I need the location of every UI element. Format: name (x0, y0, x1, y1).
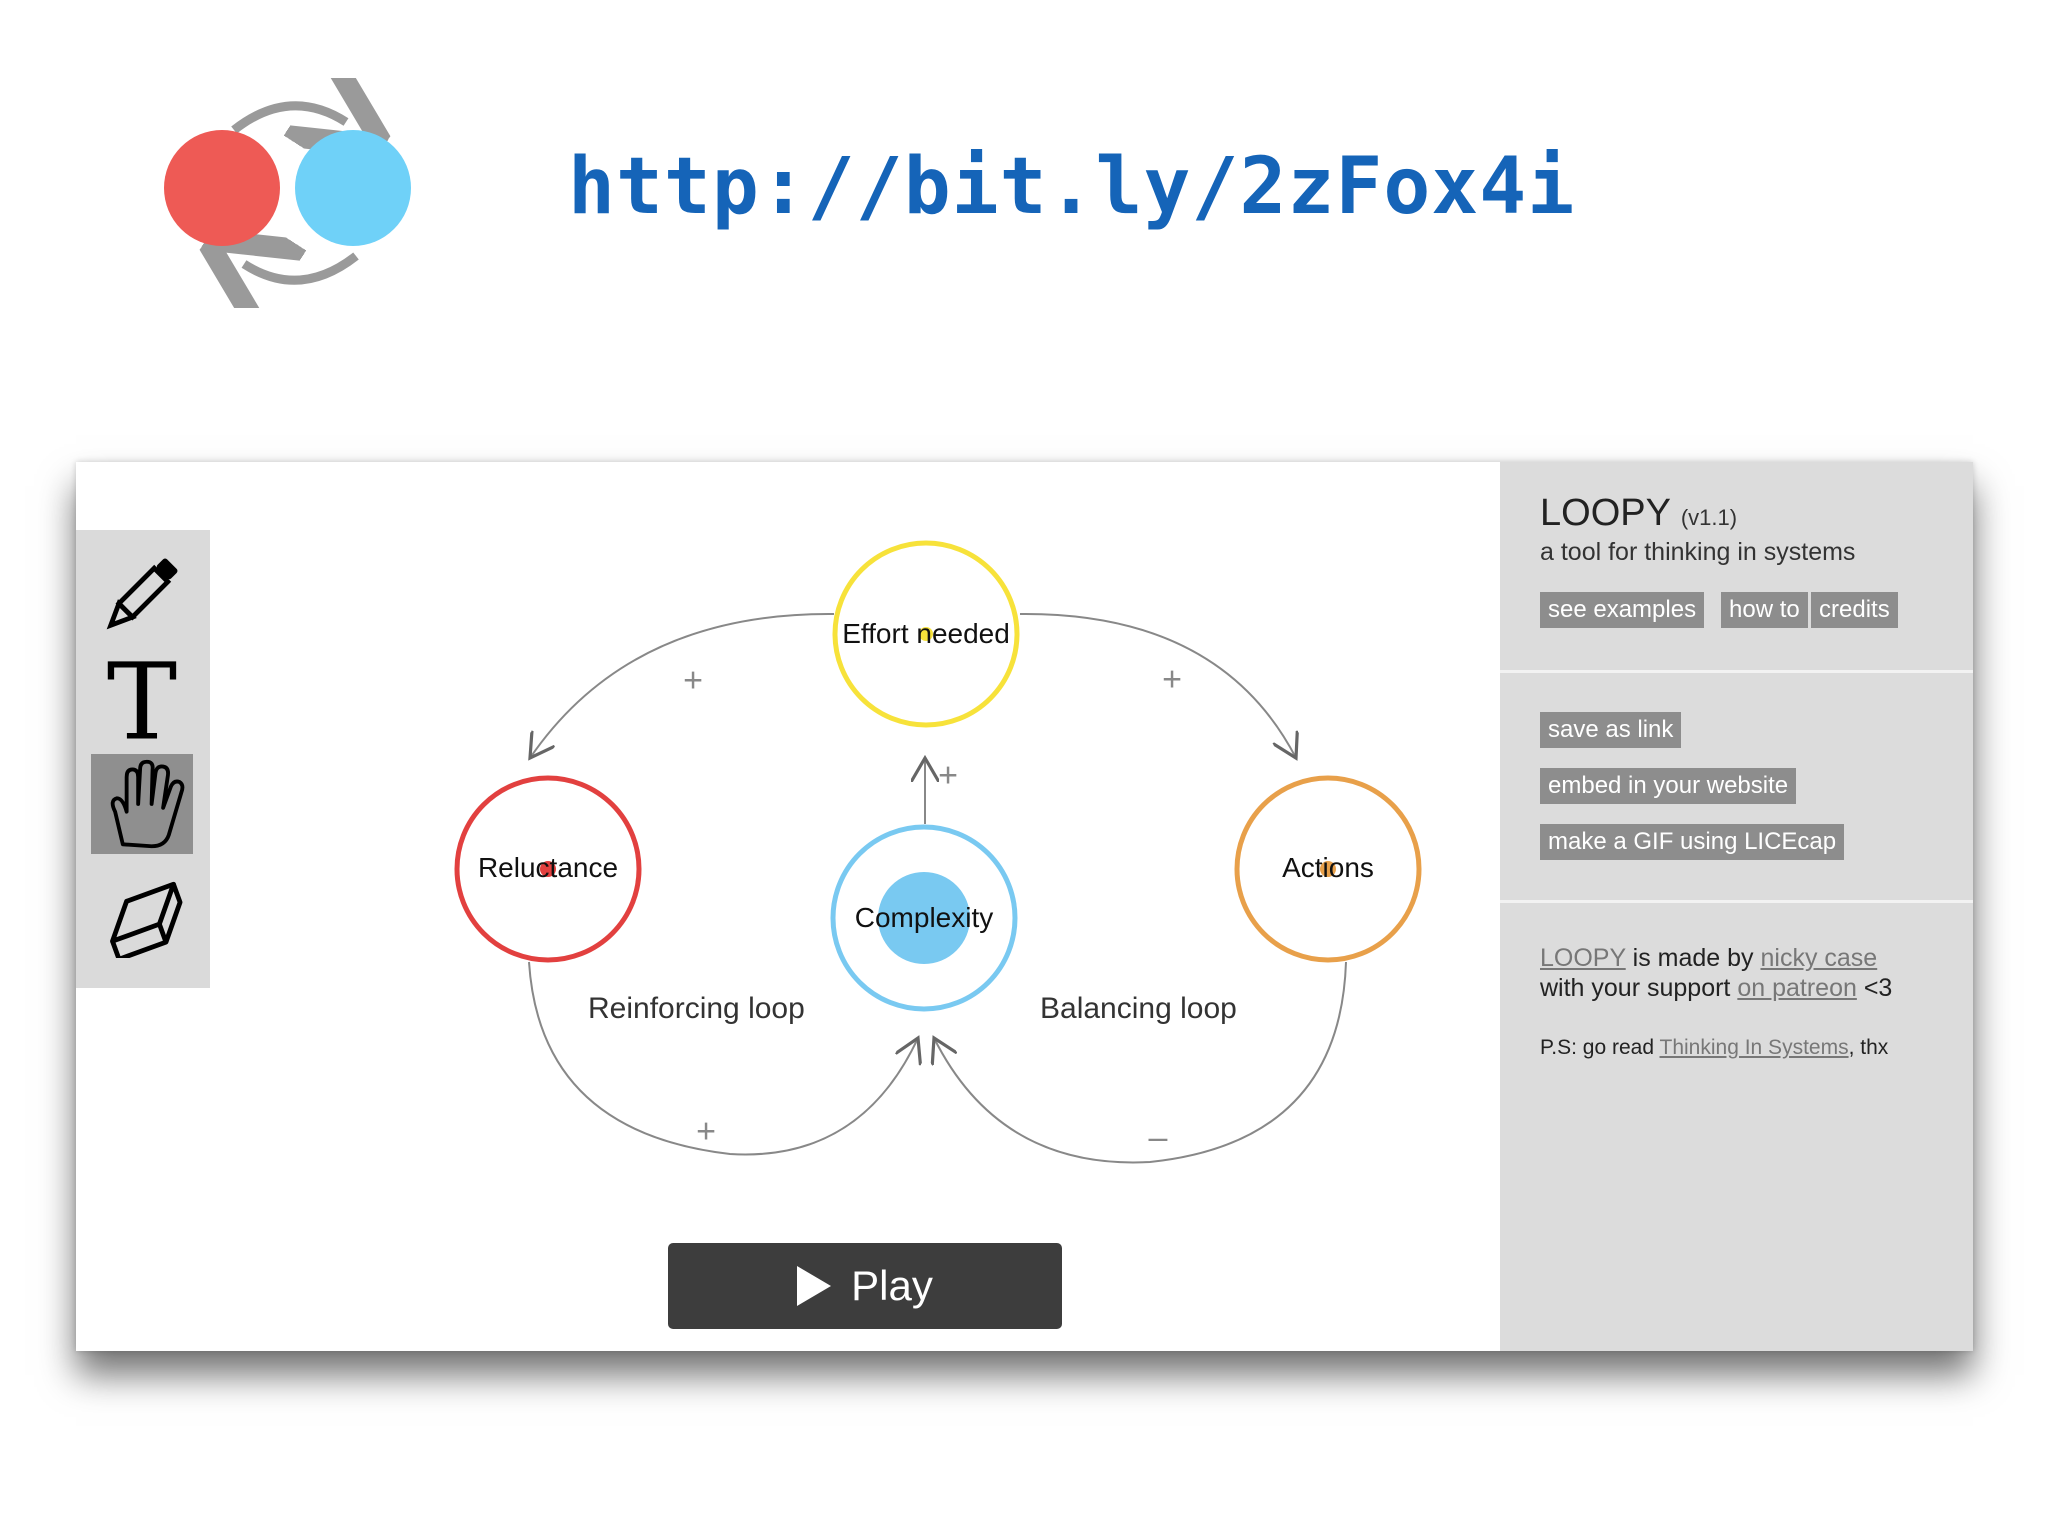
heart-text: <3 (1856, 974, 1893, 1002)
edge-actions-complexity (934, 961, 1347, 1164)
text-tool-button[interactable]: T (91, 648, 193, 748)
thx-text: , thx (1848, 1036, 1889, 1059)
tool-palette: T (76, 530, 210, 988)
made-by-text: is made by (1625, 944, 1761, 972)
app-subtitle: a tool for thinking in systems (1540, 538, 1856, 566)
reinforcing-loop-label[interactable]: Reinforcing loop (588, 992, 805, 1025)
how-to-button[interactable]: how to (1721, 592, 1808, 628)
save-as-link-button[interactable]: save as link (1540, 712, 1682, 748)
author-link[interactable]: nicky case (1760, 944, 1878, 972)
diagram-edges (454, 540, 1422, 1164)
logo-red-circle (164, 130, 280, 246)
loopy-link[interactable]: LOOPY (1540, 944, 1626, 972)
pencil-icon (106, 558, 178, 630)
patreon-link[interactable]: on patreon (1737, 974, 1857, 1002)
app-version: (v1.1) (1680, 505, 1738, 530)
play-button[interactable]: Play (668, 1243, 1062, 1329)
sign-effort-actions[interactable]: + (1162, 660, 1182, 699)
node-reluctance-level (540, 861, 556, 877)
side-panel: LOOPY (v1.1) a tool for thinking in syst… (1500, 462, 1973, 1351)
node-complexity-label[interactable]: Complexity (854, 902, 994, 933)
see-examples-button[interactable]: see examples (1540, 592, 1705, 628)
node-effort-label[interactable]: Effort needed (842, 618, 1010, 649)
play-icon (797, 1266, 832, 1306)
edge-reluctance-complexity (528, 961, 918, 1156)
text-tool-icon: T (107, 650, 177, 746)
credits-line-1: LOOPY is made by nicky case (1540, 944, 1877, 973)
sign-actions-complexity[interactable]: – (1148, 1118, 1168, 1157)
slide-url[interactable]: http://bit.ly/2zFox4i (568, 142, 1576, 232)
panel-divider-1 (1500, 670, 1973, 673)
svg-text:T: T (107, 650, 177, 746)
hand-icon (110, 759, 185, 849)
embed-button[interactable]: embed in your website (1540, 768, 1797, 804)
sign-effort-reluctance[interactable]: + (683, 661, 703, 700)
make-gif-button[interactable]: make a GIF using LICEcap (1540, 824, 1845, 860)
sign-complexity-effort[interactable]: + (938, 756, 958, 795)
node-complexity-level (878, 872, 970, 964)
pencil-tool-button[interactable] (91, 544, 193, 644)
diagram-canvas[interactable]: Effort needed Reluctance Complexity Acti… (210, 462, 1576, 1351)
panel-divider-2 (1500, 900, 1973, 903)
edge-effort-reluctance (530, 612, 835, 758)
ps-line: P.S: go read Thinking In Systems, thx (1540, 1036, 1888, 1060)
book-link[interactable]: Thinking In Systems (1659, 1036, 1849, 1059)
play-button-label: Play (851, 1262, 933, 1309)
app-name: LOOPY (1540, 492, 1671, 534)
support-text: with your support (1540, 974, 1738, 1002)
node-effort-level (919, 627, 933, 641)
credits-line-2: with your support on patreon <3 (1540, 974, 1892, 1003)
balancing-loop-label[interactable]: Balancing loop (1040, 992, 1237, 1025)
node-reluctance-label[interactable]: Reluctance (477, 852, 619, 883)
hand-tool-button[interactable] (91, 754, 193, 854)
eraser-icon (110, 881, 183, 958)
app-title: LOOPY (v1.1) (1540, 492, 1737, 535)
sign-reluctance-complexity[interactable]: + (696, 1112, 716, 1151)
loopy-logo (150, 78, 440, 308)
logo-blue-circle (295, 130, 411, 246)
credits-button[interactable]: credits (1811, 592, 1898, 628)
ps-text: P.S: go read (1540, 1036, 1660, 1059)
node-actions-label[interactable]: Actions (1282, 852, 1374, 883)
eraser-tool-button[interactable] (91, 860, 193, 960)
loopy-app-window: T (76, 462, 1973, 1351)
edge-effort-actions (1019, 612, 1296, 758)
node-actions-level (1320, 861, 1336, 877)
